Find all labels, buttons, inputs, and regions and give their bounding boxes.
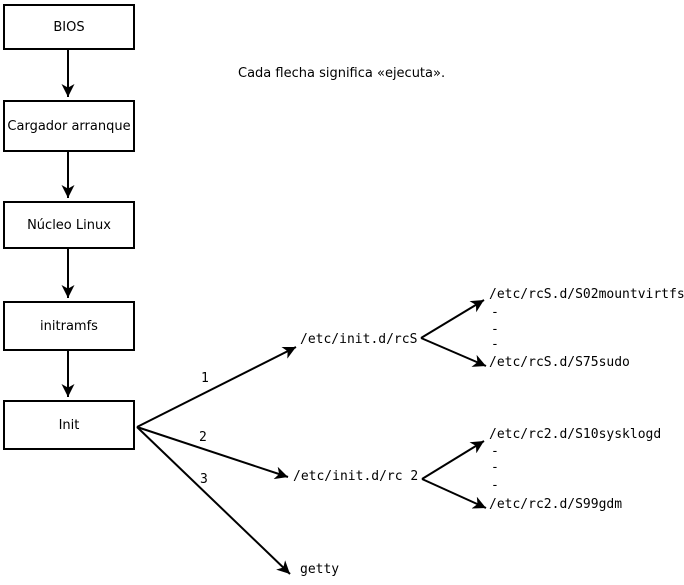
branch-number-3: 3 — [200, 472, 208, 487]
flow-box-init: Init — [3, 400, 135, 450]
arrow-rc2-to-s99 — [421, 478, 487, 509]
rc2-ellipsis-dash: - — [491, 460, 499, 475]
flow-box-init-label: Init — [58, 417, 80, 433]
rcs-ellipsis-dash: - — [491, 305, 499, 320]
arrow-rcs-to-s02 — [420, 299, 485, 339]
arrow-rcs-to-s75 — [420, 337, 487, 367]
rcs-ellipsis-dash: - — [491, 322, 499, 337]
flow-box-bootloader: Cargador arranque — [3, 100, 135, 152]
flow-box-bios-label: BIOS — [53, 19, 85, 35]
branch-number-1: 1 — [201, 371, 209, 386]
branch-number-2: 2 — [199, 430, 207, 445]
rcs-script-last: /etc/rcS.d/S75sudo — [489, 355, 630, 370]
legend-note: Cada flecha significa «ejecuta». — [238, 66, 446, 81]
arrow-rc2-to-s10 — [421, 440, 485, 480]
arrow-init-to-getty — [136, 426, 291, 575]
rc2-ellipsis-dash: - — [491, 478, 499, 493]
target-rcs-script: /etc/init.d/rcS — [300, 332, 418, 347]
arrow-init-to-rc2 — [136, 426, 289, 480]
rc2-script-last: /etc/rc2.d/S99gdm — [489, 497, 623, 512]
target-getty: getty — [300, 562, 340, 577]
flow-box-kernel: Núcleo Linux — [3, 201, 135, 249]
arrow-init-to-rcs — [136, 346, 297, 428]
flow-box-bios: BIOS — [3, 4, 135, 50]
rc2-script-first: /etc/rc2.d/S10sysklogd — [489, 427, 662, 442]
flow-box-initramfs-label: initramfs — [40, 318, 98, 334]
flow-box-initramfs: initramfs — [3, 301, 135, 351]
rc2-ellipsis-dash: - — [491, 444, 499, 459]
target-rc2-script: /etc/init.d/rc 2 — [293, 469, 419, 484]
flow-box-kernel-label: Núcleo Linux — [27, 217, 111, 233]
flow-box-bootloader-label: Cargador arranque — [7, 118, 131, 134]
rcs-ellipsis-dash: - — [491, 337, 499, 352]
rcs-script-first: /etc/rcS.d/S02mountvirtfs — [489, 287, 684, 302]
